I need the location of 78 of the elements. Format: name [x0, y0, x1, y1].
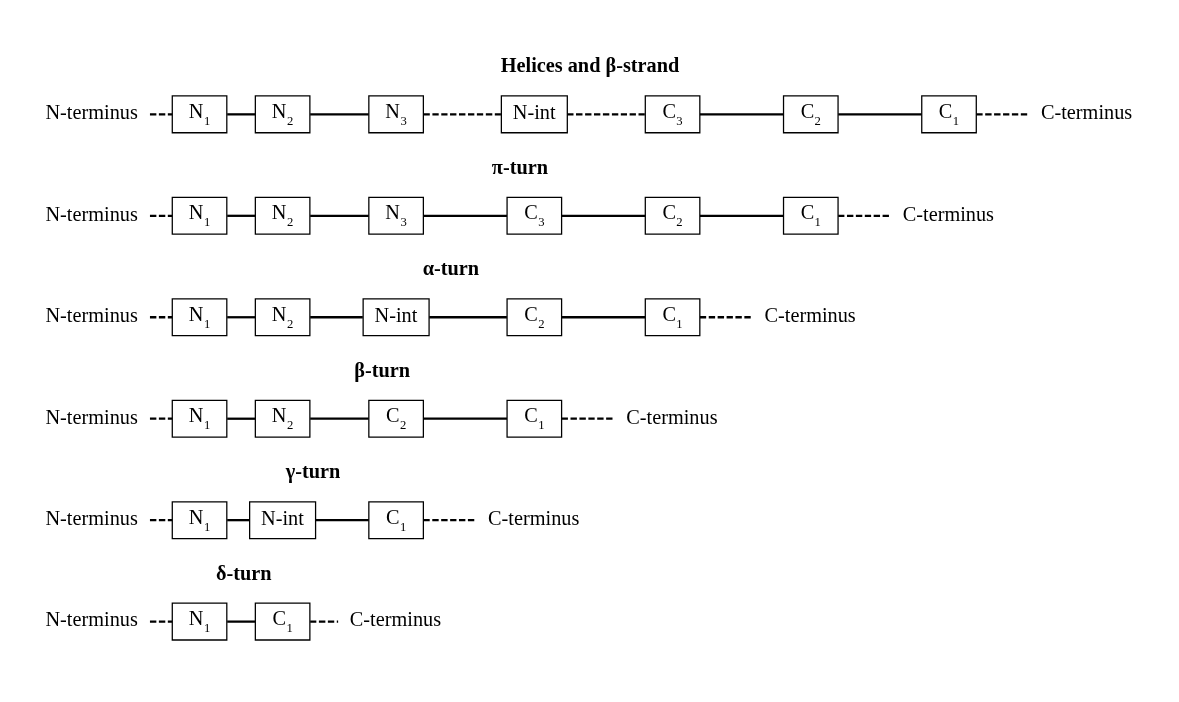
connector: [838, 112, 922, 115]
connector: [149, 417, 173, 420]
node-text: C-terminus: [349, 607, 442, 630]
node-box: N-int: [362, 297, 430, 336]
node-box: N$_{2}$: [254, 297, 311, 336]
connector: [423, 518, 477, 521]
node-text: C-terminus: [902, 202, 994, 225]
node-box: N$_{1}$: [171, 94, 228, 133]
connector: [149, 518, 173, 521]
connector: [423, 112, 502, 115]
connector: [227, 112, 256, 115]
node-text: N-terminus: [45, 303, 138, 326]
label: γ-turn: [285, 459, 341, 482]
node-text: N-terminus: [45, 405, 138, 428]
node-box: N-int: [500, 94, 568, 133]
node-text: C-terminus: [764, 303, 856, 326]
connector: [149, 112, 173, 115]
node-box: N$_{1}$: [171, 297, 228, 336]
node-box: N$_{3}$: [368, 94, 424, 133]
node-box: C$_{2}$: [782, 94, 839, 133]
connector: [976, 112, 1029, 115]
connector: [315, 518, 369, 521]
connector: [227, 214, 256, 217]
connector: [561, 214, 646, 217]
connector: [423, 417, 507, 420]
node-box: C$_{1}$: [506, 399, 563, 438]
node-box: C$_{2}$: [644, 196, 701, 235]
node-box: C$_{1}$: [254, 602, 311, 641]
label: β-turn: [354, 358, 411, 381]
node-text: N-terminus: [45, 506, 138, 529]
node-box: N$_{1}$: [171, 500, 228, 539]
connector: [700, 112, 784, 115]
connector: [700, 315, 753, 318]
node-box: C$_{2}$: [506, 297, 563, 336]
node-box: C$_{1}$: [644, 297, 701, 336]
connector: [310, 417, 369, 420]
connector: [700, 214, 784, 217]
node-text: C-terminus: [626, 405, 718, 428]
node-box: C$_{1}$: [368, 500, 424, 539]
connector: [227, 619, 256, 623]
connector: [310, 619, 339, 623]
node-box: C$_{1}$: [921, 94, 977, 133]
node-box: C$_{3}$: [644, 94, 701, 133]
node-box: N$_{1}$: [171, 399, 228, 438]
connector: [423, 214, 507, 217]
node-box: N$_{3}$: [368, 196, 424, 235]
connector: [149, 315, 173, 318]
label: Helices and β-strand: [500, 53, 680, 76]
node-box: N$_{1}$: [171, 602, 228, 641]
connector: [838, 214, 891, 217]
connector: [561, 417, 615, 420]
label: π-turn: [491, 155, 549, 178]
node-box: N$_{2}$: [254, 94, 311, 133]
connector: [227, 417, 256, 420]
connector: [429, 315, 507, 318]
connector: [149, 619, 173, 623]
node-text: N-terminus: [45, 100, 138, 123]
node-box: N$_{1}$: [171, 196, 228, 235]
node-box: N-int: [249, 500, 317, 539]
node-text: C-terminus: [488, 506, 580, 529]
node-box: N$_{2}$: [254, 196, 311, 235]
connector: [310, 214, 369, 217]
node-text: C-terminus: [1040, 100, 1133, 123]
node-box: C$_{2}$: [368, 399, 424, 438]
node-box: N$_{2}$: [254, 399, 311, 438]
node-box: C$_{1}$: [782, 196, 839, 235]
connector: [227, 518, 250, 521]
node-text: N-terminus: [45, 202, 138, 225]
connector: [227, 315, 256, 318]
connector: [310, 112, 369, 115]
label: δ-turn: [216, 561, 272, 584]
node-text: N-terminus: [45, 607, 138, 630]
node-box: C$_{3}$: [506, 196, 563, 235]
label: α-turn: [422, 256, 480, 279]
connector: [310, 315, 363, 318]
connector: [561, 315, 646, 318]
connector: [567, 112, 646, 115]
connector: [149, 214, 173, 217]
